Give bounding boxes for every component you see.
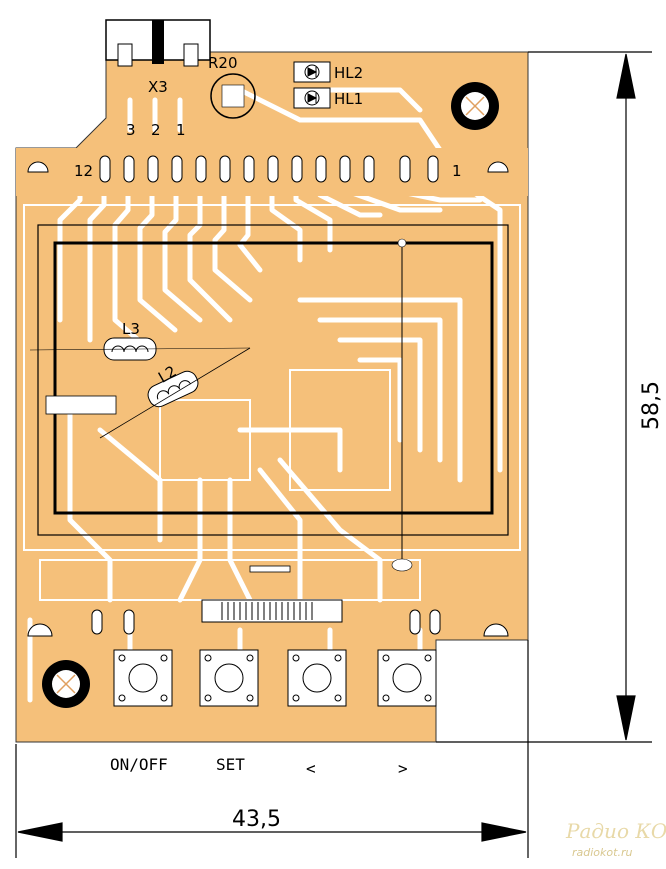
button-label-set: SET xyxy=(216,755,245,774)
dimension-height xyxy=(436,51,652,743)
label-display-pin-1: 1 xyxy=(452,162,462,180)
lcd-active-area xyxy=(53,241,494,515)
label-r20: R20 xyxy=(208,54,238,72)
button-footprint-left xyxy=(287,649,347,707)
small-component xyxy=(45,395,117,415)
label-pin-1: 1 xyxy=(176,121,186,139)
mounting-hole-bottom-left xyxy=(42,660,90,708)
dimension-height-label: 58,5 xyxy=(639,381,664,430)
label-l3: L3 xyxy=(122,320,140,338)
button-label-on-off: ON/OFF xyxy=(110,755,168,774)
led-hl2-symbol xyxy=(293,61,331,83)
dimension-width-label: 43,5 xyxy=(232,807,281,832)
label-pin-3: 3 xyxy=(126,121,136,139)
label-x3: X3 xyxy=(148,78,168,96)
button-label-right: > xyxy=(398,759,408,778)
inductor-leader-line-2 xyxy=(29,347,251,351)
pcb-board xyxy=(15,19,529,743)
inductor-l2 xyxy=(147,370,199,408)
resistor-r20 xyxy=(210,73,256,119)
label-pin-2: 2 xyxy=(151,121,161,139)
display-wire xyxy=(391,238,413,572)
lcd-outline xyxy=(23,204,521,551)
led-hl1-symbol xyxy=(293,87,331,109)
button-label-left: < xyxy=(306,759,316,778)
label-hl2: HL2 xyxy=(334,64,363,82)
lcd-bezel xyxy=(37,224,509,536)
button-footprint-on-off xyxy=(113,649,173,707)
watermark-url: radiokot.ru xyxy=(572,846,632,859)
lcd-ribbon-connector xyxy=(201,565,343,623)
display-connector-pads xyxy=(16,148,528,196)
inductor-leader-line xyxy=(99,347,251,439)
dimension-width xyxy=(15,640,529,858)
label-hl1: HL1 xyxy=(334,90,363,108)
button-footprint-set xyxy=(199,649,259,707)
lower-pads xyxy=(27,609,509,637)
watermark-brand: Радио КОТ xyxy=(565,819,666,843)
button-footprint-right xyxy=(377,649,437,707)
label-display-pin-12: 12 xyxy=(74,162,93,180)
mounting-hole-top-right xyxy=(451,82,499,130)
